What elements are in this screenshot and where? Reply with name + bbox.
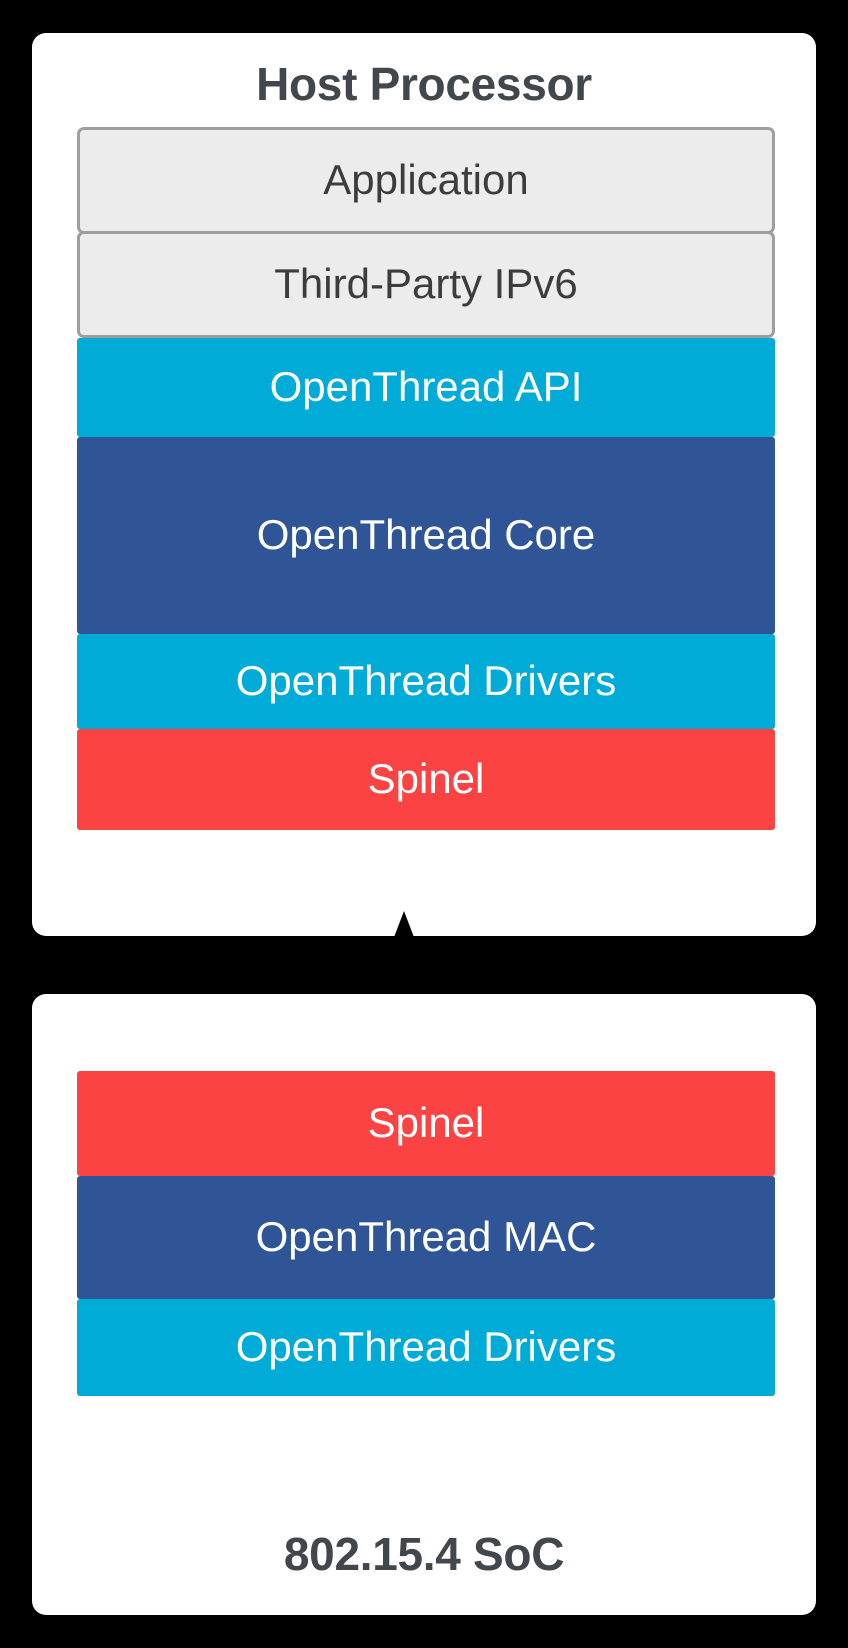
host-layer-stack: Application Third-Party IPv6 OpenThread …	[77, 127, 775, 830]
soc-panel-title: 802.15.4 SoC	[283, 1528, 565, 1580]
host-processor-title: Host Processor	[256, 58, 592, 110]
layer-openthread-api: OpenThread API	[77, 338, 775, 437]
layer-openthread-drivers-host-label: OpenThread Drivers	[235, 657, 617, 705]
layer-spinel-host-label: Spinel	[367, 755, 485, 803]
layer-third-party-ipv6: Third-Party IPv6	[77, 231, 775, 338]
layer-third-party-ipv6-label: Third-Party IPv6	[274, 260, 578, 308]
soc-layer-stack: Spinel OpenThread MAC OpenThread Drivers	[77, 1071, 775, 1396]
layer-application-label: Application	[323, 156, 529, 204]
layer-openthread-api-label: OpenThread API	[269, 363, 583, 411]
layer-openthread-drivers-host: OpenThread Drivers	[77, 634, 775, 729]
layer-openthread-drivers-soc-label: OpenThread Drivers	[235, 1323, 617, 1371]
layer-openthread-mac: OpenThread MAC	[77, 1176, 775, 1299]
host-processor-panel: Host Processor Application Third-Party I…	[32, 33, 816, 936]
layer-spinel-soc: Spinel	[77, 1071, 775, 1176]
layer-openthread-mac-label: OpenThread MAC	[255, 1213, 597, 1261]
layer-spinel-soc-label: Spinel	[367, 1099, 485, 1147]
layer-openthread-core-label: OpenThread Core	[256, 511, 596, 559]
layer-openthread-drivers-soc: OpenThread Drivers	[77, 1299, 775, 1396]
layer-spinel-host: Spinel	[77, 729, 775, 830]
layer-application: Application	[77, 127, 775, 234]
soc-panel: Spinel OpenThread MAC OpenThread Drivers…	[32, 994, 816, 1615]
layer-openthread-core: OpenThread Core	[77, 437, 775, 634]
